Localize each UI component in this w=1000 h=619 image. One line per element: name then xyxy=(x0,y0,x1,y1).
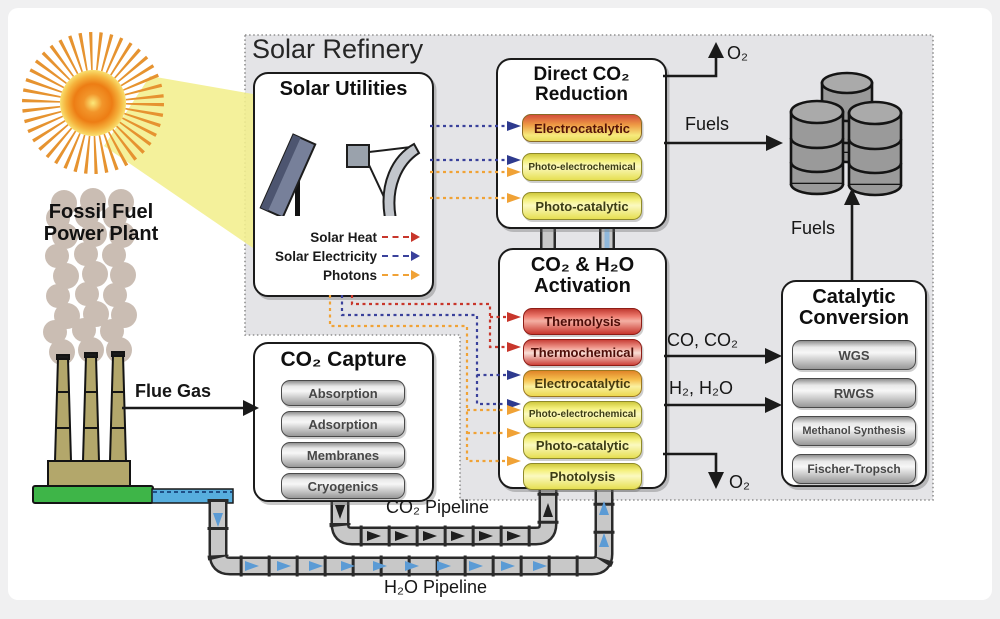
flue-gas-label: Flue Gas xyxy=(135,381,212,401)
solar-dish-icon xyxy=(346,142,421,216)
o2-label-top: O₂ xyxy=(727,43,748,63)
power-plant-label-line1: Fossil Fuel xyxy=(48,201,154,223)
activation-title-line2: Activation xyxy=(534,274,631,297)
co2-pipeline-label: CO₂ Pipeline xyxy=(386,497,490,517)
pill-wgs: WGS xyxy=(792,340,916,370)
legend-row-photons: Photons xyxy=(261,266,426,284)
legend-label-solar-electricity: Solar Electricity xyxy=(274,248,377,264)
pill-thermolysis: Thermolysis xyxy=(523,308,642,335)
pill-photo-electrochemical-activation: Photo-electrochemical xyxy=(523,401,642,428)
o2-label-bottom: O₂ xyxy=(729,472,750,492)
legend-label-photons: Photons xyxy=(323,267,377,283)
legend-row-solar-electricity: Solar Electricity xyxy=(261,247,426,265)
solar-utilities-box: Solar Utilities Solar Heat xyxy=(253,72,434,297)
pill-rwgs: RWGS xyxy=(792,378,916,408)
pill-electrocatalytic-direct: Electrocatalytic xyxy=(522,114,642,142)
pill-electrocatalytic-activation: Electrocatalytic xyxy=(523,370,642,397)
photons-arrow-icon xyxy=(411,270,420,280)
h2o-pipeline-label: H₂O Pipeline xyxy=(384,577,488,597)
co2-capture-title: CO₂ Capture xyxy=(280,348,407,371)
pill-thermochemical: Thermochemical xyxy=(523,339,642,366)
solar-refinery-title: Solar Refinery xyxy=(252,34,424,64)
solar-utilities-title: Solar Utilities xyxy=(279,78,408,100)
pill-membranes: Membranes xyxy=(281,442,405,468)
catalytic-conversion-box: Catalytic Conversion WGS RWGS Methanol S… xyxy=(781,280,927,487)
solar-utilities-icons xyxy=(259,133,421,216)
direct-co2-reduction-box: Direct CO₂ Reduction Electrocatalytic Ph… xyxy=(496,58,667,229)
h2-h2o-label: H₂, H₂O xyxy=(669,378,733,398)
power-plant-label: Fossil Fuel Power Plant xyxy=(15,201,187,245)
pill-adsorption: Adsorption xyxy=(281,411,405,437)
pill-cryogenics: Cryogenics xyxy=(281,473,405,499)
power-plant-label-line2: Power Plant xyxy=(43,223,159,245)
solar-electricity-dash-line xyxy=(382,255,409,257)
legend-label-solar-heat: Solar Heat xyxy=(310,229,377,245)
pill-photo-catalytic-activation: Photo-catalytic xyxy=(523,432,642,459)
co-co2-label: CO, CO₂ xyxy=(667,330,738,350)
pill-methanol-synthesis: Methanol Synthesis xyxy=(792,416,916,446)
direct-reduction-title-line1: Direct CO₂ xyxy=(533,64,630,85)
pill-photo-catalytic-direct: Photo-catalytic xyxy=(522,192,642,220)
solar-panel-icon xyxy=(259,133,317,216)
pill-photo-electrochemical-direct: Photo-electrochemical xyxy=(522,153,642,181)
activation-title-line1: CO₂ & H₂O xyxy=(530,254,635,276)
solar-heat-dash-line xyxy=(382,236,409,238)
pill-fischer-tropsch: Fischer-Tropsch xyxy=(792,454,916,484)
solar-electricity-arrow-icon xyxy=(411,251,420,261)
direct-reduction-title-line2: Reduction xyxy=(535,83,628,105)
fuels-label-up: Fuels xyxy=(791,218,836,238)
photons-dash-line xyxy=(382,274,409,276)
catalytic-conversion-title-line1: Catalytic xyxy=(812,286,896,308)
solar-heat-arrow-icon xyxy=(411,232,420,242)
fuels-label-top: Fuels xyxy=(685,114,730,134)
pill-absorption: Absorption xyxy=(281,380,405,406)
co2-capture-box: CO₂ Capture Absorption Adsorption Membra… xyxy=(253,342,434,502)
legend-row-solar-heat: Solar Heat xyxy=(261,228,426,246)
pill-photolysis: Photolysis xyxy=(523,463,642,490)
catalytic-conversion-title-line2: Conversion xyxy=(798,306,910,329)
solar-utilities-legend: Solar Heat Solar Electricity Photons xyxy=(261,228,426,284)
co2-h2o-activation-box: CO₂ & H₂O Activation Thermolysis Thermoc… xyxy=(498,248,667,490)
